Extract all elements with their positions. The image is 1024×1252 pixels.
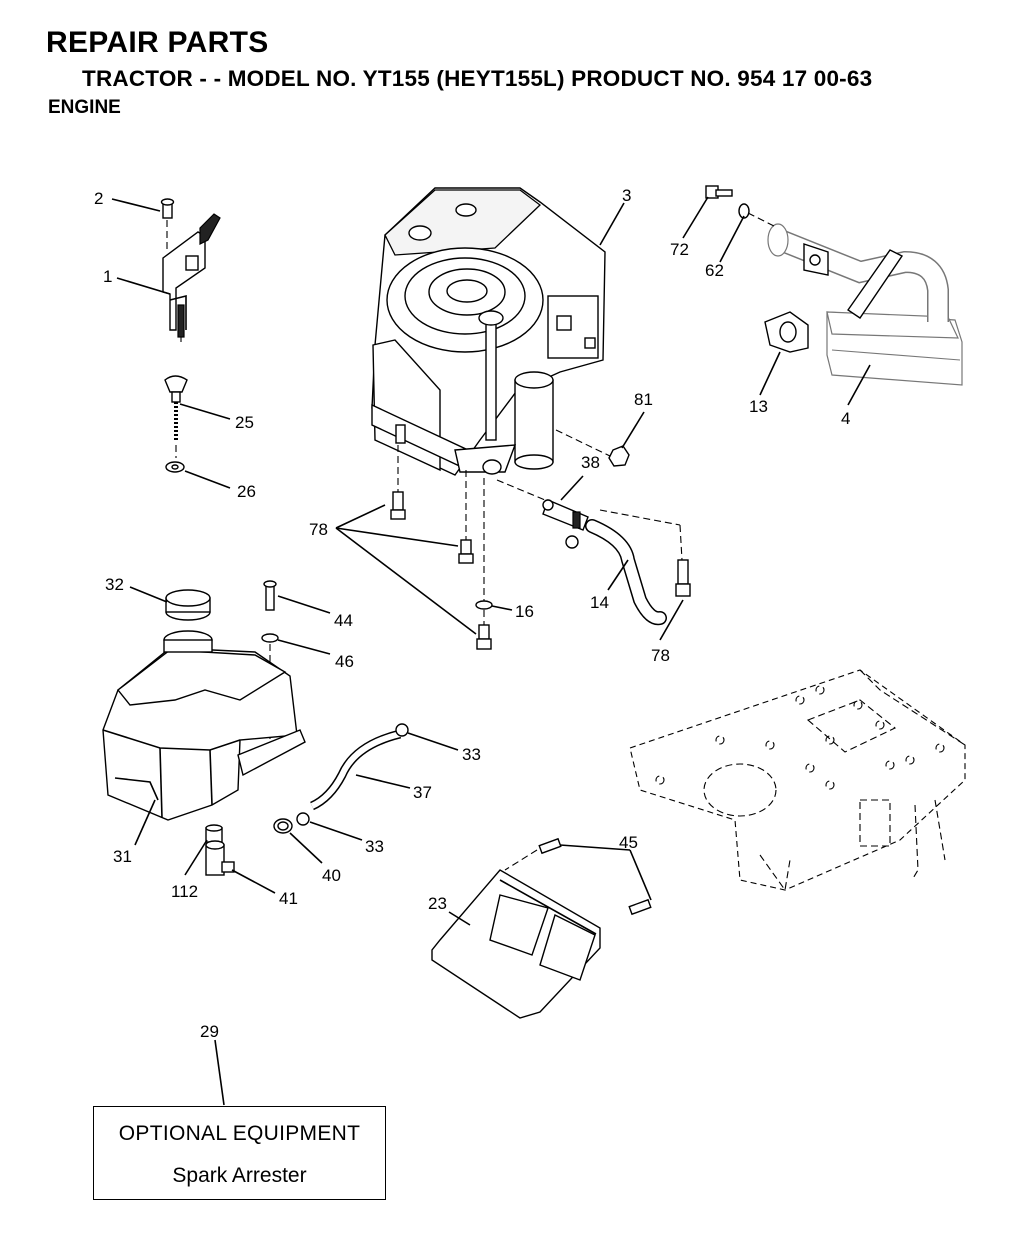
fuel-valve-part [205,824,235,876]
callout-13: 13 [749,397,768,416]
callout-62: 62 [705,261,724,280]
muffler-part [705,185,963,386]
callout-26: 26 [237,482,256,501]
callout-3: 3 [622,186,631,205]
callout-44: 44 [334,611,353,630]
callout-41: 41 [279,889,298,908]
callout-78-a: 78 [309,520,328,539]
callout-14: 14 [590,593,609,612]
optional-equipment-title: OPTIONAL EQUIPMENT [118,1122,361,1145]
callout-40: 40 [322,866,341,885]
mounting-bolts-part [390,491,691,650]
callout-31: 31 [113,847,132,866]
optional-equipment-box: OPTIONAL EQUIPMENT Spark Arrester [93,1106,386,1200]
fuel-filter-part [542,445,667,626]
page-title: REPAIR PARTS [46,26,269,59]
callout-81: 81 [634,390,653,409]
gas-cap-part [165,589,211,621]
callout-38: 38 [581,453,600,472]
callout-2: 2 [94,189,103,208]
fuel-line-part [273,723,409,834]
choke-knob-part [164,375,188,473]
throttle-control-part [160,198,221,342]
fuel-tank-part [102,630,306,821]
callout-72: 72 [670,240,689,259]
callout-33-a: 33 [462,745,481,764]
tractor-frame-part [629,669,966,892]
callout-23: 23 [428,894,447,913]
callout-1: 1 [103,267,112,286]
page-subtitle: TRACTOR - - MODEL NO. YT155 (HEYT155L) P… [82,66,873,91]
callout-112: 112 [171,882,198,901]
callout-16: 16 [515,602,534,621]
callout-45: 45 [619,833,638,852]
leader-lines [111,196,871,1106]
callout-25: 25 [235,413,254,432]
callout-46: 46 [335,652,354,671]
callout-labels: 2 1 3 72 62 13 4 25 26 81 38 78 16 14 78… [94,186,850,1041]
callout-33-b: 33 [365,837,384,856]
callout-4: 4 [841,409,850,428]
engine-part [371,187,683,625]
callout-37: 37 [413,783,432,802]
optional-equipment-item: Spark Arrester [172,1164,307,1187]
callout-78-b: 78 [651,646,670,665]
callout-32: 32 [105,575,124,594]
callout-29: 29 [200,1022,219,1041]
heat-shield-part [431,837,652,1019]
section-heading: ENGINE [48,97,121,118]
